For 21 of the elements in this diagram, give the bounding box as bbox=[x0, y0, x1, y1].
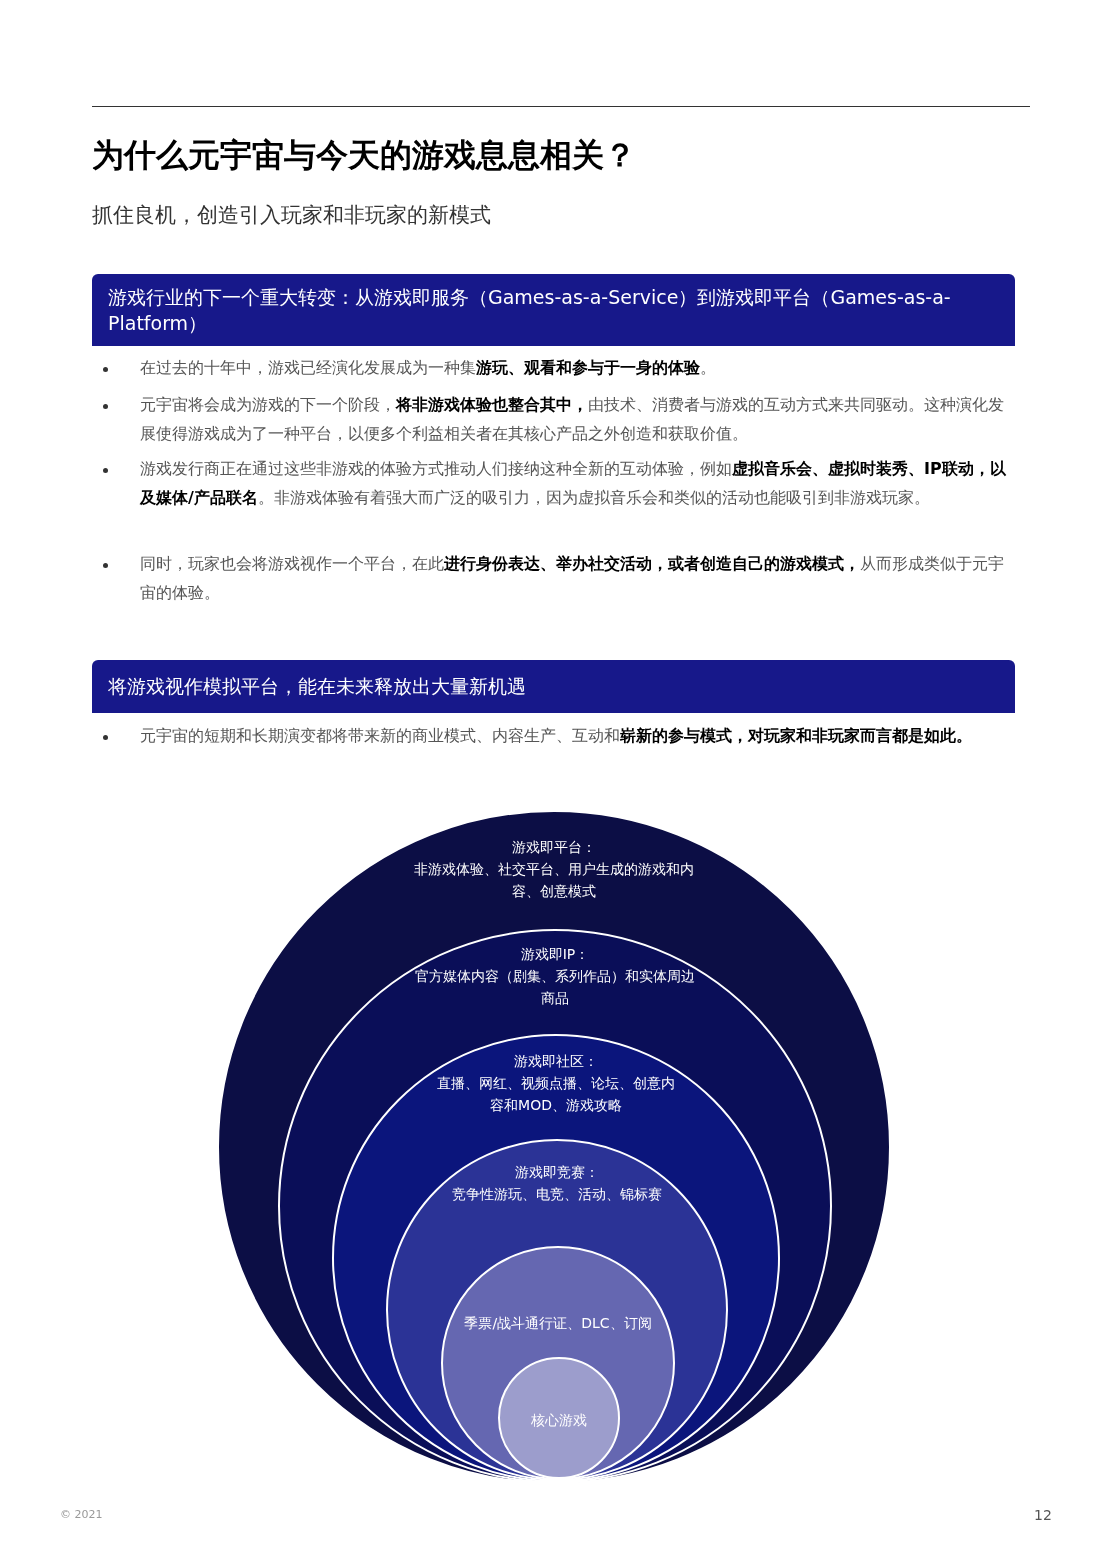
copyright-text: © 2021 bbox=[60, 1507, 103, 1523]
circle-heading: 游戏即IP： bbox=[520, 945, 590, 964]
section-header: 游戏行业的下一个重大转变：从游戏即服务（Games-as-a-Service）到游戏即平台（Games-as-a-Platform） bbox=[92, 274, 1015, 346]
circle-text: 竞争性游玩、电竞、活动、锦标赛 bbox=[452, 1185, 662, 1204]
bullet-text: 游戏发行商正在通过这些非游戏的体验方式推动人们接纳这种全新的互动体验，例如虚拟音乐会、虚拟时装秀、IP联动，以及媒体/产品联名。非游戏体验有着强大而广泛的吸引力，因为虚拟音乐会和类似的活动也能吸引到非游戏玩家。 bbox=[140, 458, 1006, 509]
circle-text: 官方媒体内容（剧集、系列作品）和实体周边商品 bbox=[415, 967, 695, 1008]
circle-text: 非游戏体验、社交平台、用户生成的游戏和内容、创意模式 bbox=[413, 860, 695, 901]
bullet-text: 元宇宙将会成为游戏的下一个阶段，将非游戏体验也整合其中，由技术、消费者与游戏的互动方式来共同驱动。这种演化发展使得游戏成为了一种平台，以便多个利益相关者在其核心产品之外创造和获取价值。 bbox=[140, 394, 1005, 445]
bullet-text: 元宇宙的短期和长期演变都将带来新的商业模式、内容生产、互动和崭新的参与模式，对玩家和非玩家而言都是如此。 bbox=[140, 725, 973, 747]
circle-heading: 游戏即平台： bbox=[512, 838, 596, 857]
bullet-text: 同时，玩家也会将游戏视作一个平台，在此进行身份表达、举办社交活动，或者创造自己的游戏模式，从而形成类似于元宇宙的体验。 bbox=[140, 553, 1005, 604]
circle-text: 季票/战斗通行证、DLC、订阅 bbox=[464, 1314, 652, 1333]
page-title: 为什么元宇宙与今天的游戏息息相关？ bbox=[92, 135, 636, 176]
section-header: 将游戏视作模拟平台，能在未来释放出大量新机遇 bbox=[92, 660, 1015, 713]
circle-heading: 游戏即社区： bbox=[514, 1052, 598, 1071]
circle-text: 直播、网红、视频点播、论坛、创意内容和MOD、游戏攻略 bbox=[436, 1074, 676, 1115]
page-number: 12 bbox=[1034, 1506, 1052, 1525]
bullet-text: 在过去的十年中，游戏已经演化发展成为一种集游玩、观看和参与于一身的体验。 bbox=[140, 357, 717, 379]
circle-text: 核心游戏 bbox=[531, 1411, 587, 1430]
circle-heading: 游戏即竞赛： bbox=[515, 1163, 599, 1182]
subtitle: 抓住良机，创造引入玩家和非玩家的新模式 bbox=[92, 202, 491, 229]
